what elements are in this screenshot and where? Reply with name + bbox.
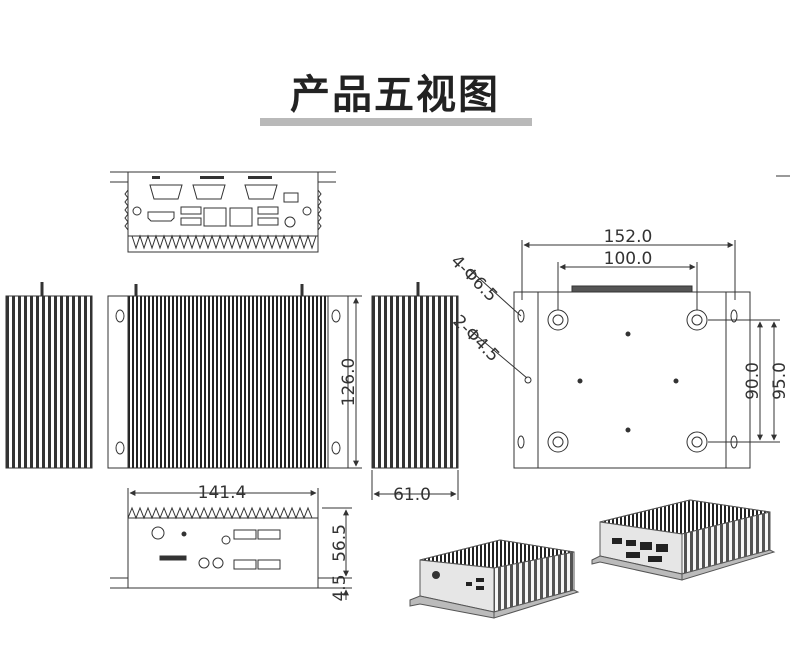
usb-port [257, 217, 279, 226]
dim-foot-height: 4.5 [330, 574, 350, 601]
usb-port [233, 559, 257, 570]
db9-port [192, 184, 226, 200]
dim-height-body: 61.0 [393, 485, 431, 505]
usb-port [257, 559, 281, 570]
power-button [151, 526, 165, 540]
hdmi-port [147, 211, 175, 222]
dim-height-side: 126.0 [339, 358, 359, 407]
db9-port [244, 184, 278, 200]
usb-port [257, 529, 281, 540]
bottom-view [469, 175, 790, 469]
top-view [107, 284, 362, 469]
left-side-view [5, 282, 93, 469]
dim-front-height: 56.5 [330, 524, 350, 562]
iso-render-rear [591, 499, 776, 581]
iso-render-front [409, 539, 580, 619]
audio-jack [212, 557, 224, 569]
dim-depth-inner: 90.0 [743, 362, 763, 400]
usb-port [180, 206, 202, 215]
audio-jack [198, 557, 210, 569]
usb-port [180, 217, 202, 226]
usb-port [233, 529, 257, 540]
rj45-port [229, 207, 253, 227]
usb-port [257, 206, 279, 215]
rear-panel-view [110, 171, 336, 253]
antenna-hole [132, 206, 142, 216]
rj45-port [203, 207, 227, 227]
dim-depth-total: 95.0 [770, 362, 790, 400]
dim-width-total: 152.0 [604, 227, 653, 247]
dim-width-inner: 100.0 [604, 249, 653, 269]
antenna-hole [302, 206, 312, 216]
dim-front-width: 141.4 [198, 483, 247, 503]
page-title: 产品五视图 [290, 72, 500, 118]
front-panel-view [110, 488, 352, 600]
bottom-fins [131, 234, 317, 250]
db9-port [149, 184, 183, 200]
sd-slot [159, 555, 187, 561]
power-jack [284, 216, 296, 228]
title-underline [260, 118, 532, 126]
right-side-view [371, 282, 459, 500]
terminal-block [283, 192, 299, 203]
